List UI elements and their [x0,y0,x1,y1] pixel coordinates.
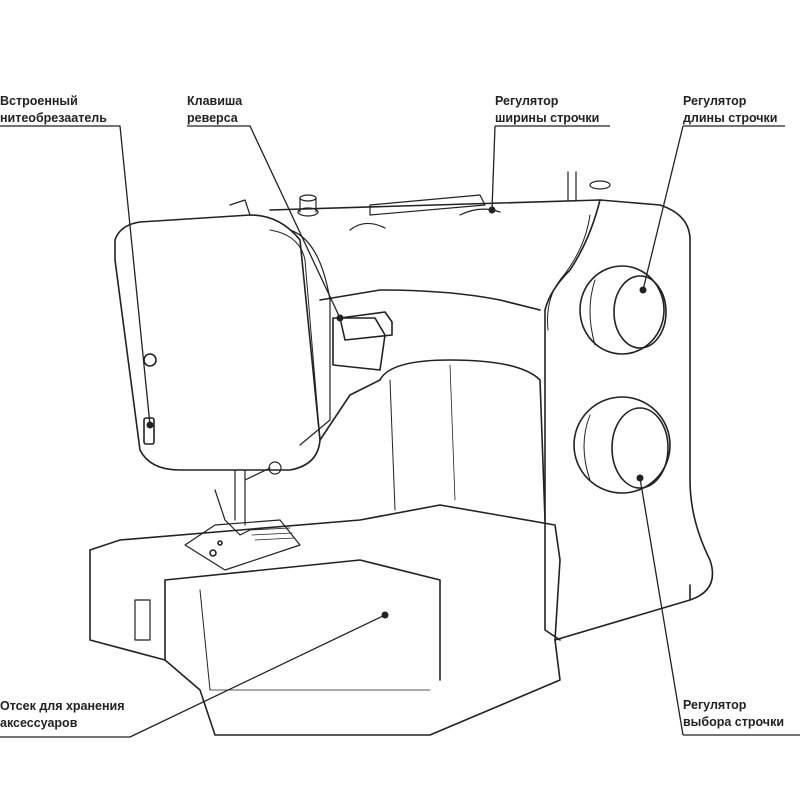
machine-head [114,199,381,471]
label-stitch-length: Регулятор длины строчки [683,93,778,127]
label-reverse-lever: Клавиша реверса [187,93,242,127]
label-pattern-selector: Регулятор выбора строчки [683,697,784,731]
needle-assembly [214,461,282,536]
pattern-selector-knob [573,396,671,494]
label-line: выбора строчки [683,715,785,729]
label-line: Регулятор [495,94,559,108]
leader-dots [146,206,647,619]
label-thread-cutter: Встроенный нитеобрезаатель [0,93,107,127]
leader-reverse-lever [187,125,341,319]
label-line: аксессуаров [0,716,78,730]
label-line: Клавиша [187,94,243,108]
leader-lines [0,125,800,738]
machine-base [89,504,691,736]
label-line: Встроенный [0,94,78,108]
label-line: нитеобрезаатель [0,111,107,125]
machine-body [269,199,714,641]
label-accessory-storage: Отсек для хранения аксессуаров [0,698,125,732]
leader-pattern-selector [639,477,800,736]
reverse-lever [332,311,393,371]
leader-stitch-length [642,125,785,291]
leader-thread-cutter [0,125,151,426]
stitch-length-knob [579,265,667,355]
label-line: Отсек для хранения [0,699,125,713]
label-line: ширины строчки [495,111,600,125]
leader-accessory-storage [0,614,386,738]
label-stitch-width: Регулятор ширины строчки [495,93,599,127]
machine-top [297,171,611,231]
leader-stitch-width [491,125,610,211]
label-line: длины строчки [683,111,778,125]
label-line: Регулятор [683,94,747,108]
label-line: Регулятор [683,698,747,712]
label-line: реверса [187,111,238,125]
